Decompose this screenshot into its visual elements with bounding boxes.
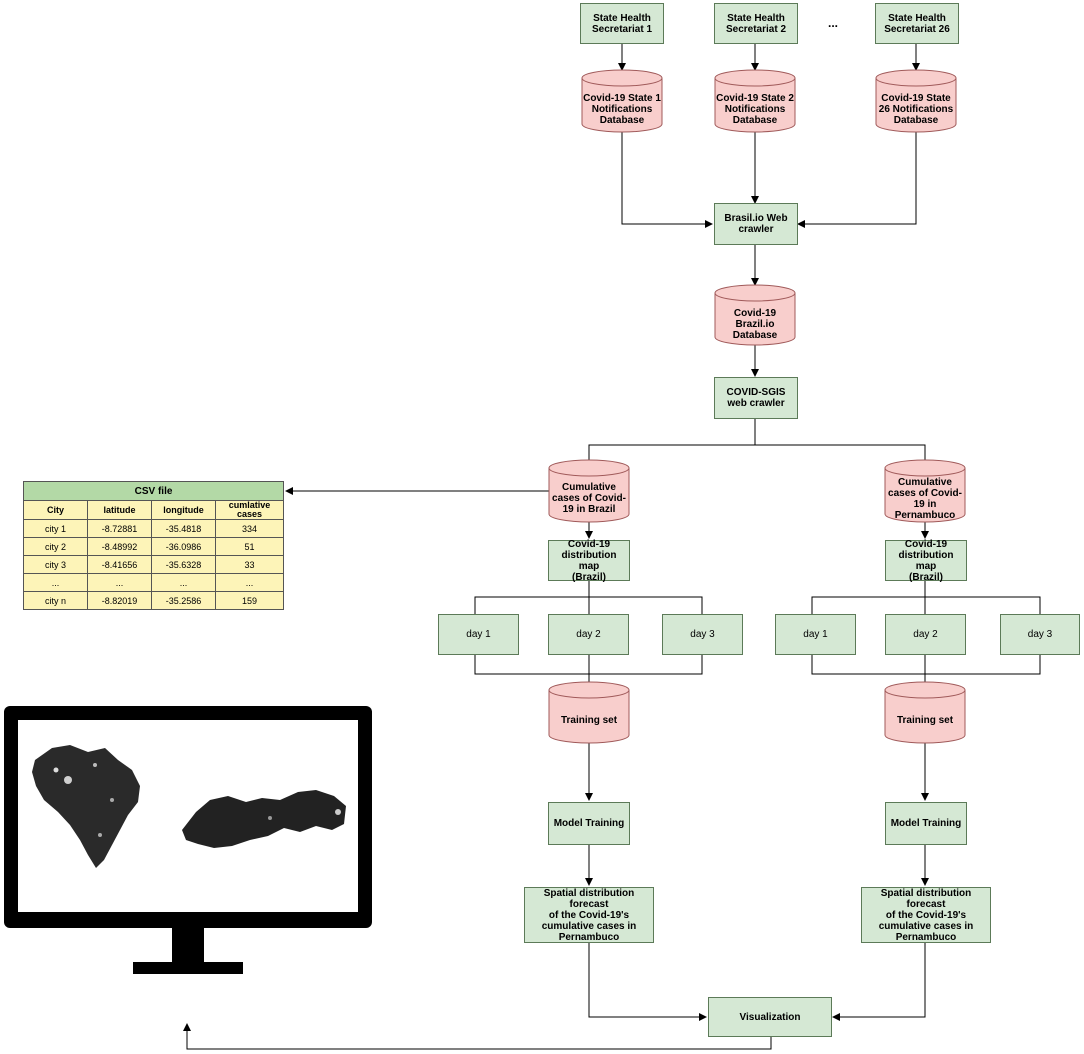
db-left-training-cylinder [548, 681, 630, 744]
csv-header-longitude: longitude [151, 500, 216, 520]
bracket-right-top [811, 596, 1041, 614]
pernambuco-map-icon [182, 790, 346, 848]
line-sgis-right [755, 444, 926, 460]
csv-cell: -35.4818 [151, 519, 216, 538]
csv-cell: -36.0986 [151, 537, 216, 556]
visualization-box: Visualization [708, 997, 832, 1037]
db-left-cumulative-cylinder [548, 459, 630, 523]
csv-cell: -8.41656 [87, 555, 152, 574]
db-state-2-cylinder [714, 69, 796, 133]
arrow-vis-monitor [183, 1023, 772, 1050]
csv-cell: ... [214, 573, 285, 592]
right-day-1-box: day 1 [775, 614, 856, 655]
brazil-map-icon [32, 745, 140, 868]
csv-header-latitude: latitude [87, 500, 152, 520]
csv-cell: 33 [214, 555, 285, 574]
sgis-crawler-box: COVID-SGIS web crawler [714, 377, 798, 419]
right-forecast-box: Spatial distribution forecast of the Cov… [861, 887, 991, 943]
left-day-1-box: day 1 [438, 614, 519, 655]
db-state-26-cylinder [875, 69, 957, 133]
left-model-training-box: Model Training [548, 802, 630, 845]
arrow-right-forecast-vis [832, 943, 926, 1021]
db-state-1-cylinder [581, 69, 663, 133]
line-sgis-left [588, 419, 756, 460]
brasilio-crawler-box: Brasil.io Web crawler [714, 203, 798, 245]
csv-title: CSV file [22, 481, 285, 501]
csv-cell: -35.2586 [151, 591, 216, 610]
csv-header-cases: cumlative cases [214, 500, 285, 520]
csv-cell: city 3 [23, 555, 88, 574]
csv-header-row: City latitude longitude cumlative cases [23, 500, 285, 520]
db-brasilio-cylinder [714, 284, 796, 346]
right-day-2-box: day 2 [885, 614, 966, 655]
arrow-db26-crawler [797, 132, 917, 228]
monitor-icon [4, 706, 372, 974]
csv-cell: 334 [214, 519, 285, 538]
right-distribution-map-box: Covid-19 distribution map (Brazil) [885, 539, 967, 583]
left-day-3-box: day 3 [662, 614, 743, 655]
arrow-left-forecast-vis [588, 943, 707, 1021]
state-secretariat-2-box: State Health Secretariat 2 [714, 3, 798, 44]
table-row: ............ [23, 573, 285, 592]
state-secretariat-26-box: State Health Secretariat 26 [875, 3, 959, 44]
csv-cell: 159 [214, 591, 285, 610]
csv-cell: -35.6328 [151, 555, 216, 574]
state-secretariat-1-box: State Health Secretariat 1 [580, 3, 664, 44]
bracket-right-bottom [811, 655, 1041, 675]
csv-cell: -8.48992 [87, 537, 152, 556]
left-distribution-map-box: Covid-19 distribution map (Brazil) [548, 539, 630, 583]
ellipsis-label: ... [828, 16, 839, 30]
db-right-cumulative-cylinder [884, 459, 966, 523]
csv-table: CSV file City latitude longitude cumlati… [22, 481, 285, 610]
left-day-2-box: day 2 [548, 614, 629, 655]
right-day-3-box: day 3 [1000, 614, 1080, 655]
csv-cell: ... [87, 573, 152, 592]
right-model-training-box: Model Training [885, 802, 967, 845]
csv-cell: ... [151, 573, 216, 592]
csv-cell: city 2 [23, 537, 88, 556]
csv-cell: ... [23, 573, 88, 592]
csv-cell: -8.72881 [87, 519, 152, 538]
csv-cell: city n [23, 591, 88, 610]
csv-cell: city 1 [23, 519, 88, 538]
csv-cell: 51 [214, 537, 285, 556]
csv-cell: -8.82019 [87, 591, 152, 610]
csv-header-city: City [23, 500, 88, 520]
left-forecast-box: Spatial distribution forecast of the Cov… [524, 887, 654, 943]
db-right-training-cylinder [884, 681, 966, 744]
arrow-db1-crawler [621, 132, 713, 228]
